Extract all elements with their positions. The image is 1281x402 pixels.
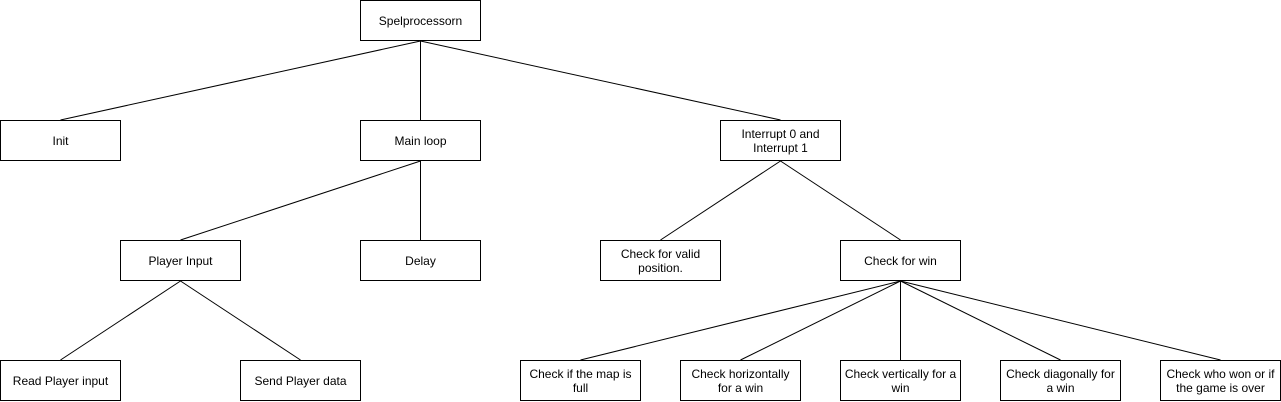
node-check-vertical: Check vertically for a win [840, 360, 961, 401]
edge-check_win-to-diagonal [900, 280, 1061, 361]
node-label: Init [52, 133, 69, 148]
node-main-loop: Main loop [360, 120, 481, 161]
node-check-valid-position: Check for valid position. [600, 240, 721, 281]
edge-main_loop-to-player_input [180, 160, 421, 241]
node-label: Check diagonally for a win [1006, 366, 1115, 395]
node-player-input: Player Input [120, 240, 241, 281]
node-spelprocessorn: Spelprocessorn [360, 0, 481, 41]
node-init: Init [0, 120, 121, 161]
node-label: Check for win [864, 253, 937, 268]
node-label: Check vertically for a win [844, 366, 957, 395]
node-label: Delay [405, 253, 436, 268]
node-label: Interrupt 0 and Interrupt 1 [741, 126, 820, 155]
node-label: Check horizontally for a win [691, 366, 790, 395]
edge-player_input-to-read_input [60, 280, 181, 361]
node-label: Main loop [394, 133, 447, 148]
node-send-player-data: Send Player data [240, 360, 361, 401]
edge-check_win-to-who_won [900, 280, 1221, 361]
node-check-horizontal: Check horizontally for a win [680, 360, 801, 401]
node-label: Check for valid position. [620, 246, 701, 275]
node-check-for-win: Check for win [840, 240, 961, 281]
node-label: Send Player data [254, 373, 347, 388]
node-read-player-input: Read Player input [0, 360, 121, 401]
node-label: Player Input [148, 253, 213, 268]
node-delay: Delay [360, 240, 481, 281]
node-label: Spelprocessorn [378, 13, 463, 28]
edge-root-to-init [60, 40, 421, 121]
edge-interrupt-to-valid_position [660, 160, 781, 241]
edge-check_win-to-map_full [580, 280, 901, 361]
node-interrupt: Interrupt 0 and Interrupt 1 [720, 120, 841, 161]
node-label: Check if the map is full [529, 366, 632, 395]
node-label: Check who won or if the game is over [1166, 366, 1275, 395]
node-check-who-won: Check who won or if the game is over [1160, 360, 1281, 401]
edge-check_win-to-horizontal [740, 280, 901, 361]
node-check-diagonal: Check diagonally for a win [1000, 360, 1121, 401]
edge-player_input-to-send_data [180, 280, 301, 361]
node-label: Read Player input [12, 373, 109, 388]
node-check-map-full: Check if the map is full [520, 360, 641, 401]
edge-root-to-interrupt [420, 40, 781, 121]
edge-interrupt-to-check_win [780, 160, 901, 241]
